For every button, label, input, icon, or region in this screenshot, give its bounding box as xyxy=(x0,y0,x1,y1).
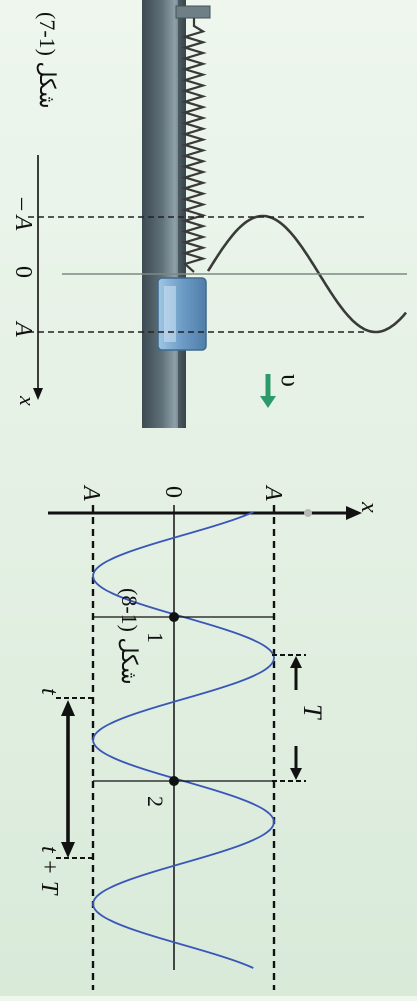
period-arrow-top-head xyxy=(290,656,302,668)
point-1-marker xyxy=(169,612,179,622)
time-t-plus-T-label: t + T xyxy=(36,846,62,896)
point-1-label: 1 xyxy=(143,632,168,643)
figure-1-7: – A 0 A x شکل (1-7) υ xyxy=(10,0,407,428)
axis-label-a-lower: A xyxy=(78,484,104,501)
axis-label-x-bottom: x xyxy=(356,501,382,513)
time-interval-arrow-head-bottom xyxy=(61,842,75,858)
axis-label-x-top: x xyxy=(15,395,40,406)
axis-label-a-upper: A xyxy=(260,484,286,501)
axis-label-zero-bottom: 0 xyxy=(160,486,186,498)
figure-1-8: 1 2 T t t + T x A 0 A شکل (1-8) xyxy=(36,484,382,990)
position-time-curve xyxy=(92,511,275,969)
mass-highlight xyxy=(164,286,176,342)
axis-label-zero-top: 0 xyxy=(10,266,36,278)
time-t-label: t xyxy=(36,688,62,696)
plate-edge xyxy=(178,0,186,428)
time-interval-arrow-head-top xyxy=(61,700,75,716)
caption-figure-1-7: شکل (1-7) xyxy=(35,12,60,109)
x-axis-arrowhead-bottom xyxy=(346,506,362,520)
point-2-label: 2 xyxy=(143,796,168,807)
period-arrow-bottom-head xyxy=(290,768,302,780)
caption-figure-1-8: شکل (1-8) xyxy=(117,588,142,685)
period-label: T xyxy=(298,704,327,720)
spring xyxy=(181,18,207,273)
oscillation-trace xyxy=(206,214,407,334)
velocity-arrow-head xyxy=(260,396,276,408)
axis-marker-dot xyxy=(304,509,312,517)
axis-label-a-top: A xyxy=(10,320,36,337)
spring-mount xyxy=(175,5,211,19)
axis-label-neg-a: – A xyxy=(10,197,36,231)
x-axis-arrowhead-top xyxy=(33,388,43,400)
velocity-label: υ xyxy=(276,374,305,387)
point-2-marker xyxy=(169,776,179,786)
